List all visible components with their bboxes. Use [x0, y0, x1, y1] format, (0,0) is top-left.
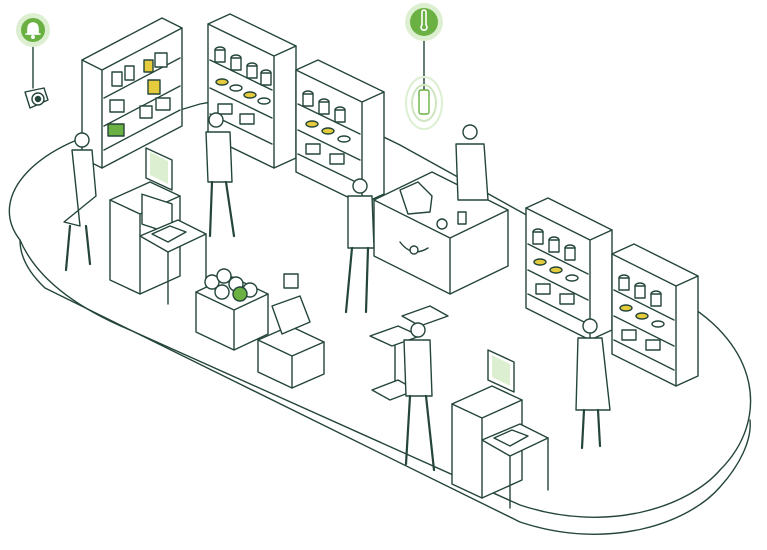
person-pharmacist	[455, 124, 489, 201]
jars-row	[214, 46, 272, 125]
weighing-scale	[257, 273, 325, 389]
product-shelf-1	[81, 17, 183, 169]
thermometer-icon	[420, 9, 428, 31]
pharmacy-counter	[373, 171, 509, 295]
self-checkout-kiosk-1[interactable]	[109, 147, 207, 305]
person-shopper-right	[575, 318, 611, 450]
self-checkout-kiosk-2[interactable]	[451, 349, 549, 509]
product-shelf-5	[611, 243, 699, 387]
person-customer-stand	[403, 322, 436, 472]
mortar-pestle-icon	[399, 241, 429, 255]
person-employee-tablet	[205, 112, 236, 238]
sensor-notification[interactable]	[405, 3, 443, 93]
bell-icon	[25, 22, 41, 39]
person-shopper-left	[63, 132, 97, 272]
product-shelf-3	[295, 59, 385, 205]
produce-stand	[195, 268, 269, 351]
alert-notification[interactable]	[16, 13, 50, 89]
security-camera-icon	[24, 87, 49, 109]
person-customer-center	[344, 178, 375, 314]
wireless-sensor	[405, 76, 443, 130]
product-shelf-4	[525, 197, 613, 341]
